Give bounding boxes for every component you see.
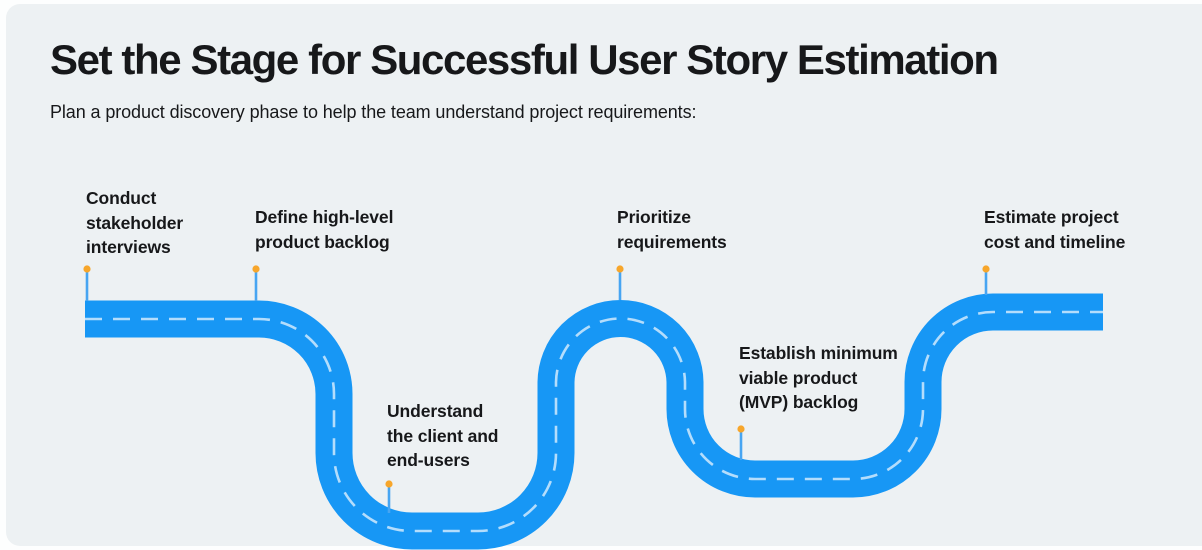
milestone-pin-4 xyxy=(616,265,624,300)
milestone-pin-6 xyxy=(982,265,990,295)
pin-dot-icon xyxy=(737,425,745,433)
pin-dot-icon xyxy=(252,265,260,273)
milestone-label-define-high-level-product-backlog: Define high-level product backlog xyxy=(255,207,394,252)
background-panel xyxy=(6,4,1202,546)
milestone-label-estimate-project-cost-and-timeline: Estimate project cost and timeline xyxy=(984,207,1126,252)
page-subtitle: Plan a product discovery phase to help t… xyxy=(50,102,697,122)
milestone-pin-5 xyxy=(737,425,745,460)
milestone-label-prioritize-requirements: Prioritize requirements xyxy=(617,207,727,252)
pin-dot-icon xyxy=(982,265,990,273)
milestone-pin-1 xyxy=(83,265,91,301)
road xyxy=(85,293,1103,550)
milestone-pin-3 xyxy=(385,480,393,513)
milestone-label-understand-the-client-and-end-users: Understand the client and end-users xyxy=(387,401,499,470)
road-center-dashed-line xyxy=(85,310,1103,533)
page-title: Set the Stage for Successful User Story … xyxy=(50,36,999,83)
milestone-label-conduct-stakeholder-interviews: Conduct stakeholder interviews xyxy=(86,188,184,257)
pin-dot-icon xyxy=(83,265,91,273)
pin-dot-icon xyxy=(385,480,393,488)
milestone-label-establish-mvp-backlog: Establish minimum viable product (MVP) b… xyxy=(739,343,898,412)
milestone-pin-2 xyxy=(252,265,260,301)
pin-dot-icon xyxy=(616,265,624,273)
